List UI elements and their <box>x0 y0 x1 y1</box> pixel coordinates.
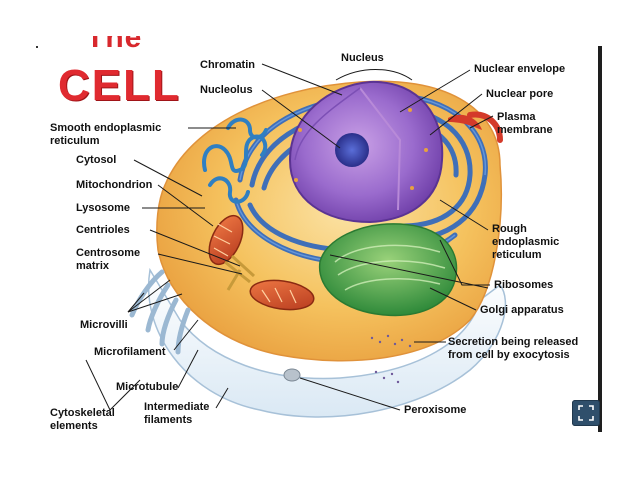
slide-dot <box>36 46 38 48</box>
nucleolus-shape <box>335 133 369 167</box>
label-chromatin: Chromatin <box>200 59 255 71</box>
title-the: The <box>86 36 143 54</box>
label-microtubule: Microtubule <box>116 381 179 393</box>
label-nucleus: Nucleus <box>341 52 384 64</box>
smooth-er-shape <box>202 117 268 204</box>
label-golgi: Golgi apparatus <box>480 304 564 316</box>
label-smooth-er-2: reticulum <box>50 135 100 147</box>
label-smooth-er-1: Smooth endoplasmic <box>50 122 162 134</box>
label-centrosome-1: Centrosome <box>76 247 141 259</box>
label-intermediate-2: filaments <box>144 414 193 426</box>
golgi-shape <box>318 223 458 317</box>
label-cytoskeletal-2: elements <box>50 420 98 432</box>
label-secretion-1: Secretion being released <box>448 336 579 348</box>
plasma-membrane-lower <box>147 267 507 418</box>
label-centrosome-2: matrix <box>76 260 110 272</box>
peroxisome-shape <box>283 368 301 382</box>
label-ribosomes: Ribosomes <box>494 279 554 291</box>
label-centrioles: Centrioles <box>76 224 130 236</box>
label-microfilament: Microfilament <box>94 346 166 358</box>
label-nucleolus: Nucleolus <box>200 84 253 96</box>
label-nuclear-envelope: Nuclear envelope <box>474 63 566 75</box>
fullscreen-button[interactable] <box>572 400 600 426</box>
label-mitochondrion: Mitochondrion <box>76 179 153 191</box>
mitochondrion-shape <box>208 214 315 311</box>
label-intermediate-1: Intermediate <box>144 401 210 413</box>
slide-right-border <box>598 46 602 432</box>
label-secretion-2: from cell by exocytosis <box>448 349 570 361</box>
label-cytoskeletal-1: Cytoskeletal <box>50 407 115 419</box>
label-peroxisome: Peroxisome <box>404 404 467 416</box>
label-plasma-membrane-1: Plasma <box>497 111 536 123</box>
label-rough-er-3: reticulum <box>492 249 542 261</box>
leader-lines <box>85 63 494 411</box>
label-rough-er-1: Rough <box>492 223 527 235</box>
label-microvilli: Microvilli <box>80 319 128 331</box>
microvilli-shape <box>129 269 191 355</box>
label-plasma-membrane-2: membrane <box>497 124 553 136</box>
label-lysosome: Lysosome <box>76 202 131 214</box>
label-cytosol: Cytosol <box>76 154 117 166</box>
title-cell: CELL <box>58 61 181 110</box>
fullscreen-icon <box>578 405 594 421</box>
label-rough-er-2: endoplasmic <box>492 236 560 248</box>
secretion-dots <box>370 334 412 384</box>
label-nuclear-pore: Nuclear pore <box>486 88 554 100</box>
